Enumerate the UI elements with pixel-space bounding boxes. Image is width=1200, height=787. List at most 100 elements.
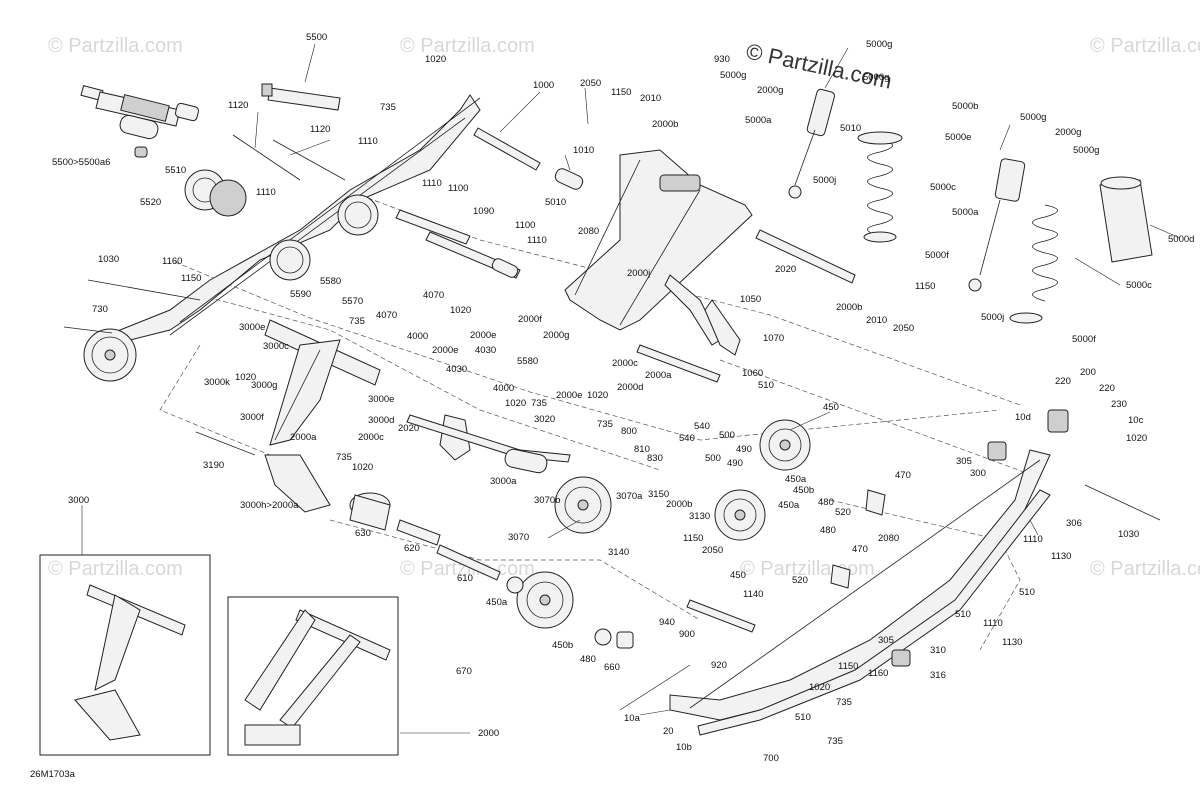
part-label: 5590 [290, 289, 311, 300]
part-label: 2000g [757, 85, 783, 96]
part-label: 1150 [915, 281, 935, 292]
part-label: 3000h>2000a [240, 500, 299, 511]
watermark: © Partzilla.com [48, 558, 183, 580]
part-label: 2000e [432, 345, 458, 356]
part-label: 1020 [352, 462, 373, 473]
part-label: 10d [1015, 412, 1031, 423]
part-label: 920 [711, 660, 727, 671]
part-label: 670 [456, 666, 472, 677]
part-label: 5000j [813, 175, 836, 186]
part-label: 630 [355, 528, 371, 539]
watermark: © Partzilla.com [400, 35, 535, 57]
part-label: 520 [792, 575, 808, 586]
part-label: 305 [878, 635, 894, 646]
part-label: 5000f [925, 250, 949, 261]
part-label: 5000g [863, 72, 889, 83]
part-label: 510 [795, 712, 811, 723]
part-label: 2000b [666, 499, 692, 510]
part-label: 3190 [203, 460, 224, 471]
part-label: 660 [604, 662, 620, 673]
part-label: 3000c [263, 341, 289, 352]
part-label: 1020 [505, 398, 526, 409]
part-label: 3150 [648, 489, 669, 500]
part-label: 1110 [983, 618, 1003, 629]
part-label: 1060 [742, 368, 763, 379]
part-label: 1140 [743, 589, 763, 600]
part-label: 5000f [1072, 334, 1096, 345]
watermark: © Partzilla.com [1090, 35, 1200, 57]
part-label: 1000 [533, 80, 554, 91]
part-label: 2000b [652, 119, 678, 130]
part-label: 735 [336, 452, 352, 463]
part-label: 480 [820, 525, 836, 536]
part-label: 5000e [945, 132, 971, 143]
part-label: 500 [705, 453, 721, 464]
part-label: 2000j [627, 268, 650, 279]
part-label: 1130 [1002, 637, 1022, 648]
part-label: 1150 [611, 87, 631, 98]
part-label: 3020 [534, 414, 555, 425]
part-label: 2000b [836, 302, 862, 313]
part-label: 2000a [645, 370, 672, 381]
part-label: 5000g [1020, 112, 1046, 123]
part-label: 3000f [240, 412, 264, 423]
diagram-code: 26M1703a [30, 769, 76, 780]
part-label: 450b [552, 640, 573, 651]
part-label: 5000b [952, 101, 978, 112]
part-label: 450a [785, 474, 807, 485]
part-label: 450b [793, 485, 814, 496]
part-label: 200 [1080, 367, 1096, 378]
part-label: 3000e [368, 394, 394, 405]
part-label: 2050 [893, 323, 914, 334]
part-label: 930 [714, 54, 730, 65]
part-label: 2000c [612, 358, 638, 369]
part-label: 1090 [473, 206, 494, 217]
part-label: 2080 [578, 226, 599, 237]
part-label: 735 [531, 398, 547, 409]
part-label: 5570 [342, 296, 363, 307]
part-label: 510 [1019, 587, 1035, 598]
part-label: 540 [694, 421, 710, 432]
part-label: 3070 [508, 532, 529, 543]
part-label: 2000c [358, 432, 384, 443]
part-label: 735 [597, 419, 613, 430]
part-label: 3000e [239, 322, 265, 333]
part-label: 735 [380, 102, 396, 113]
part-label: 2000a [290, 432, 317, 443]
part-label: 1070 [763, 333, 784, 344]
part-label: 3070b [534, 495, 560, 506]
part-label: 5000c [1126, 280, 1152, 291]
part-label: 2050 [702, 545, 723, 556]
part-label: 5580 [517, 356, 538, 367]
inset-2000 [227, 596, 399, 756]
part-label: 10b [676, 742, 692, 753]
part-label: 2000f [518, 314, 542, 325]
part-label: 5500>5500a6 [52, 157, 110, 168]
part-label: 5000g [866, 39, 892, 50]
part-label: 300 [970, 468, 986, 479]
part-label: 1150 [683, 533, 703, 544]
part-label: 1110 [527, 235, 547, 246]
shock-5500 [80, 83, 341, 158]
part-label: 1110 [1023, 534, 1043, 545]
part-label: 220 [1055, 376, 1071, 387]
part-label: 5510 [165, 165, 186, 176]
part-label: 450 [730, 570, 746, 581]
part-label: 1150 [838, 661, 858, 672]
part-label: 5000c [930, 182, 956, 193]
part-label: 2050 [580, 78, 601, 89]
part-label: 1120 [310, 124, 330, 135]
part-label: 735 [349, 316, 365, 327]
part-label: 730 [92, 304, 108, 315]
watermark: © Partzilla.com [48, 35, 183, 57]
part-label: 310 [930, 645, 946, 656]
part-label: 230 [1111, 399, 1127, 410]
part-label: 5580 [320, 276, 341, 287]
part-label: 830 [647, 453, 663, 464]
part-label: 450a [486, 597, 508, 608]
part-label: 1020 [425, 54, 446, 65]
part-label: 5520 [140, 197, 161, 208]
part-label: 1010 [573, 145, 594, 156]
part-label: 5010 [545, 197, 566, 208]
part-label: 1110 [422, 178, 442, 189]
